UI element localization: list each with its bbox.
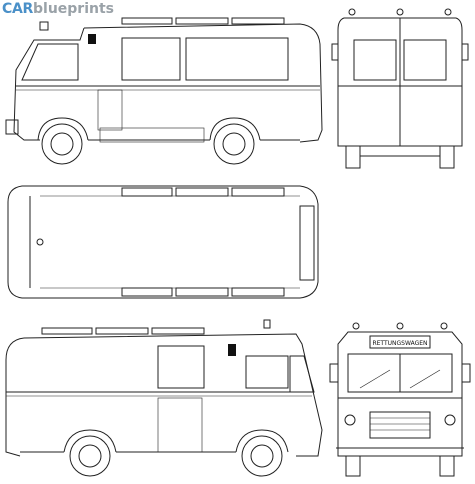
side-b-rear [5,337,25,457]
top-vent [36,238,44,246]
side-window-2 [185,37,289,81]
front-body-outline [337,17,463,147]
front-bumper [5,119,19,135]
side-b-outline [23,333,323,457]
rack-b3 [151,327,205,335]
top-rack-6 [231,287,285,297]
front-b-sign-text: RETTUNGSWAGEN [372,340,427,347]
side-b-cab-window [245,355,289,389]
beacon-right [444,8,452,16]
front-view-top [331,8,469,169]
cab-window [21,43,79,81]
side-b-beacon [263,319,271,329]
car-blueprints-logo: CARblueprints [2,0,114,18]
mirror-right [461,43,469,61]
mirror-left [331,43,339,61]
front-hub [50,132,74,156]
side-window-1 [121,37,181,81]
rear-tire-left [345,145,361,169]
rear-arch [209,117,261,141]
rear-wheel [213,123,255,165]
front-wheel [41,123,83,165]
headlight-right [444,414,456,426]
roof-rack-2 [175,17,229,25]
front-view-bottom: RETTUNGSWAGEN [329,322,471,477]
side-b-front-arch [235,429,289,453]
roof-beacon [39,21,49,31]
front-b-beacon-left [352,322,360,330]
front-b-outline [337,331,463,457]
front-b-mirror-left [329,363,339,383]
top-rack-4 [121,287,173,297]
logo-brand-text: CAR [2,1,33,17]
side-view-top [5,17,323,165]
wiper-left [359,369,391,389]
roof-rack-1 [121,17,173,25]
top-view [7,185,319,299]
top-rear-panel [299,205,315,281]
top-rack-2 [175,187,229,197]
side-b-window-1 [157,345,205,389]
roof-vent [88,34,96,44]
beacon-center [396,8,404,16]
side-cab-outline [13,27,85,141]
rear-tire-right [439,145,455,169]
top-outline [7,185,319,299]
front-b-tire-right [439,455,455,477]
front-b-mirror-right [461,363,471,383]
side-locker [99,127,205,143]
side-door [97,89,123,131]
side-b-door [157,397,203,453]
side-b-windscreen [289,355,315,393]
top-rack-3 [231,187,285,197]
side-body-outline [83,23,323,143]
front-b-sign-box [369,335,431,349]
front-b-beacon-center [396,322,404,330]
top-rack-5 [175,287,229,297]
rack-b1 [41,327,93,335]
rear-hub [222,132,246,156]
front-b-beacon-right [440,322,448,330]
rack-b2 [95,327,149,335]
roof-rack-3 [231,17,285,25]
front-b-grille [369,411,431,439]
front-b-tire-left [345,455,361,477]
side-view-bottom [5,319,323,477]
front-arch [37,117,89,141]
beacon-left [348,8,356,16]
side-b-vent [228,344,236,356]
side-b-front-wheel [241,435,283,477]
side-b-rear-arch [63,429,117,453]
side-b-rear-hub [78,444,102,468]
wiper-right [409,369,441,389]
rear-window-left [353,39,397,81]
rear-window-right [403,39,447,81]
logo-rest-text: blueprints [33,1,114,17]
headlight-left [344,414,356,426]
side-b-rear-wheel [69,435,111,477]
side-b-front-hub [250,444,274,468]
top-rack-1 [121,187,173,197]
